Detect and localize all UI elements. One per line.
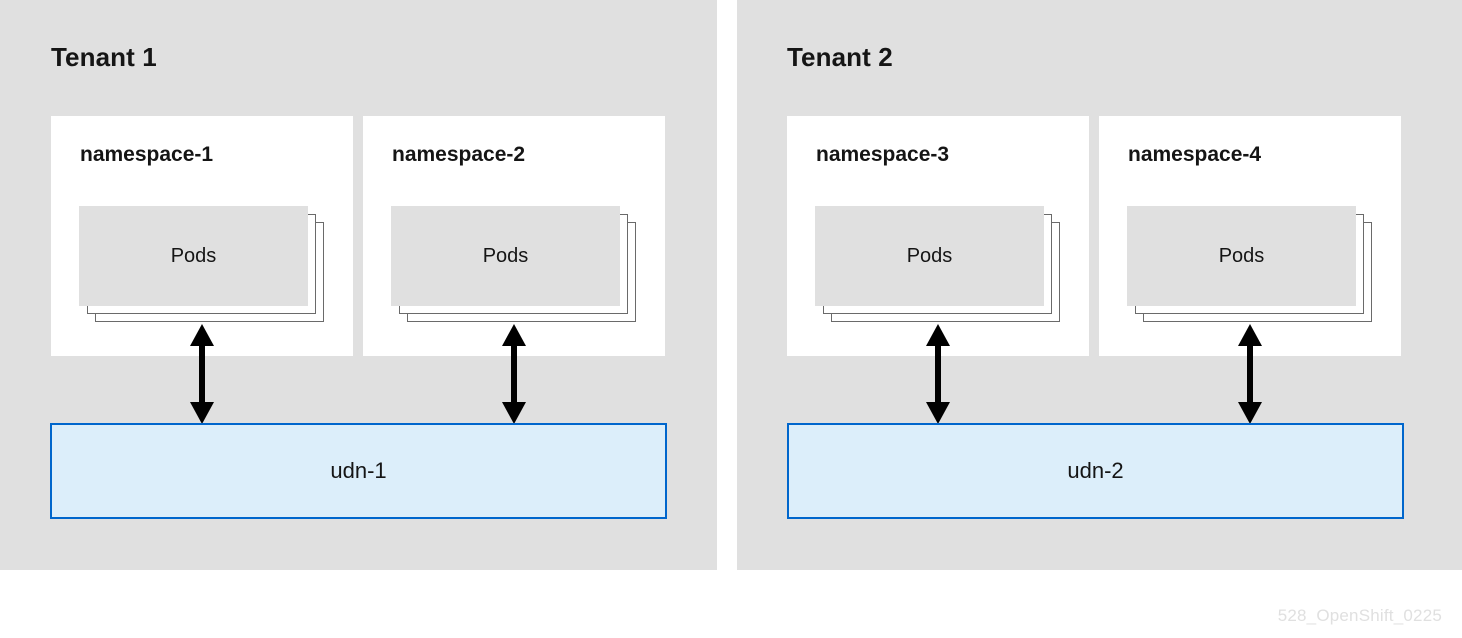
tenant-panel-2: Tenant 2 namespace-3 Pods namespace-4 Po… [737, 0, 1462, 570]
pods-label-1: Pods [170, 244, 217, 267]
namespace-card-4: namespace-4 Pods [1099, 116, 1401, 356]
tenant-title-1: Tenant 1 [51, 42, 157, 72]
pods-label-3: Pods [906, 244, 953, 267]
tenant-panel-1: Tenant 1 namespace-1 Pods namespace-2 Po… [0, 0, 717, 570]
pods-card-front [391, 206, 620, 306]
pods-stack-3: Pods [815, 206, 1060, 326]
namespace-card-2: namespace-2 Pods [363, 116, 665, 356]
namespace-title-1: namespace-1 [80, 143, 214, 166]
pods-stack-2: Pods [391, 206, 636, 326]
pods-card-front [1127, 206, 1356, 306]
watermark-label: 528_OpenShift_0225 [1277, 606, 1442, 625]
connector-arrow-namespace-3-udn-2 [925, 324, 951, 424]
udn-box-1: udn-1 [50, 423, 667, 519]
pods-stack-4: Pods [1127, 206, 1372, 326]
tenant-title-2: Tenant 2 [787, 42, 893, 72]
namespace-title-3: namespace-3 [816, 143, 950, 166]
pods-card-front [815, 206, 1044, 306]
udn-label-1: udn-1 [330, 458, 387, 483]
namespace-card-3: namespace-3 Pods [787, 116, 1089, 356]
namespace-title-2: namespace-2 [392, 143, 526, 166]
pods-label-2: Pods [482, 244, 529, 267]
pods-stack-1: Pods [79, 206, 324, 326]
namespace-title-4: namespace-4 [1128, 143, 1262, 166]
pods-label-4: Pods [1218, 244, 1265, 267]
connector-arrow-namespace-4-udn-2 [1237, 324, 1263, 424]
connector-arrow-namespace-1-udn-1 [189, 324, 215, 424]
pods-card-front [79, 206, 308, 306]
udn-box-2: udn-2 [787, 423, 1404, 519]
namespace-card-1: namespace-1 Pods [51, 116, 353, 356]
connector-arrow-namespace-2-udn-1 [501, 324, 527, 424]
udn-label-2: udn-2 [1067, 458, 1124, 483]
